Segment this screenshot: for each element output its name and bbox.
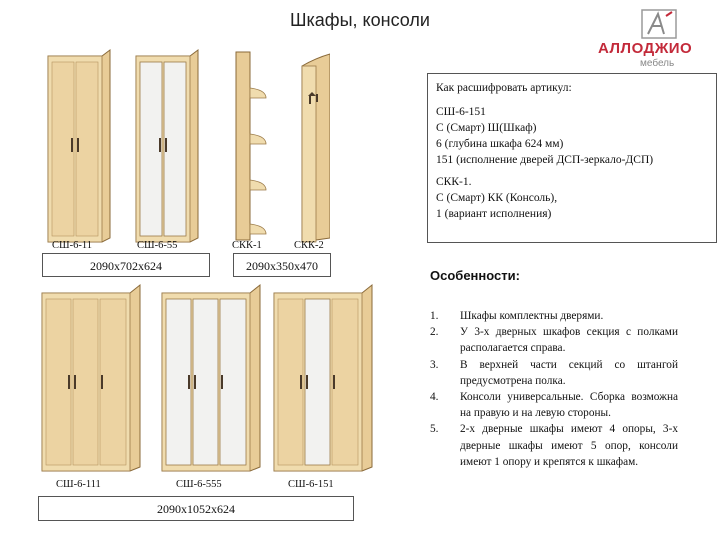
dimensions-console: 2090х350х470: [233, 253, 331, 277]
article-code-1: СШ-6-151: [436, 106, 486, 118]
wardrobe-sh-6-55-image: [135, 49, 199, 243]
bottom-furniture-illustrations: [41, 283, 373, 472]
article-line-2: 6 (глубина шкафа 624 мм): [436, 138, 564, 150]
label-sh-6-555: СШ-6-555: [176, 479, 222, 490]
label-sh-6-111: СШ-6-111: [56, 479, 101, 490]
label-sh-6-11: СШ-6-11: [52, 240, 92, 251]
article-heading: Как расшифровать артикул:: [436, 82, 572, 94]
article-line-4: С (Смарт) КК (Консоль),: [436, 192, 558, 204]
label-sh-6-151: СШ-6-151: [288, 479, 334, 490]
top-furniture-illustrations: [47, 49, 330, 243]
article-line-1: С (Смарт) Ш(Шкаф): [436, 122, 537, 134]
brand-subtitle: мебель: [640, 58, 675, 69]
allodzhio-logo-icon: [641, 9, 677, 39]
wardrobe-sh-6-555-image: [161, 283, 261, 472]
label-sh-6-55: СШ-6-55: [137, 240, 178, 251]
list-item: 2.У 3-х дверных шкафов секция с полками …: [430, 326, 678, 355]
brand-name: АЛЛОДЖИО: [598, 40, 693, 57]
list-item: 3.В верхней части секций со штангой пред…: [430, 358, 678, 387]
article-code-2: СКК-1.: [436, 176, 472, 188]
wardrobe-sh-6-111-image: [41, 283, 141, 472]
list-item: 5.2-х дверные шкафы имеют 4 опоры, 3-х д…: [430, 423, 678, 468]
list-item: 1.Шкафы комплектны дверями.: [430, 310, 604, 322]
wardrobe-sh-6-151-image: [273, 283, 373, 472]
dimensions-three-door: 2090х1052х624: [38, 496, 354, 521]
article-line-5: 1 (вариант исполнения): [436, 208, 552, 220]
article-decoding-box: Как расшифровать артикул: СШ-6-151 С (См…: [427, 73, 717, 243]
features-list: 1.Шкафы комплектны дверями. 2.У 3-х двер…: [430, 308, 678, 470]
dimensions-two-door: 2090х702х624: [42, 253, 210, 277]
article-line-3: 151 (исполнение дверей ДСП-зеркало-ДСП): [436, 154, 654, 166]
label-skk-1: СКК-1: [232, 240, 262, 251]
list-item: 4.Консоли универсальные. Сборка возможна…: [430, 391, 678, 420]
wardrobe-sh-6-11-image: [47, 49, 111, 243]
console-skk-1-image: [235, 51, 267, 241]
page-title: Шкафы, консоли: [290, 10, 430, 30]
features-heading: Особенности:: [430, 268, 520, 283]
label-skk-2: СКК-2: [294, 240, 324, 251]
console-skk-2-image: [301, 53, 330, 243]
